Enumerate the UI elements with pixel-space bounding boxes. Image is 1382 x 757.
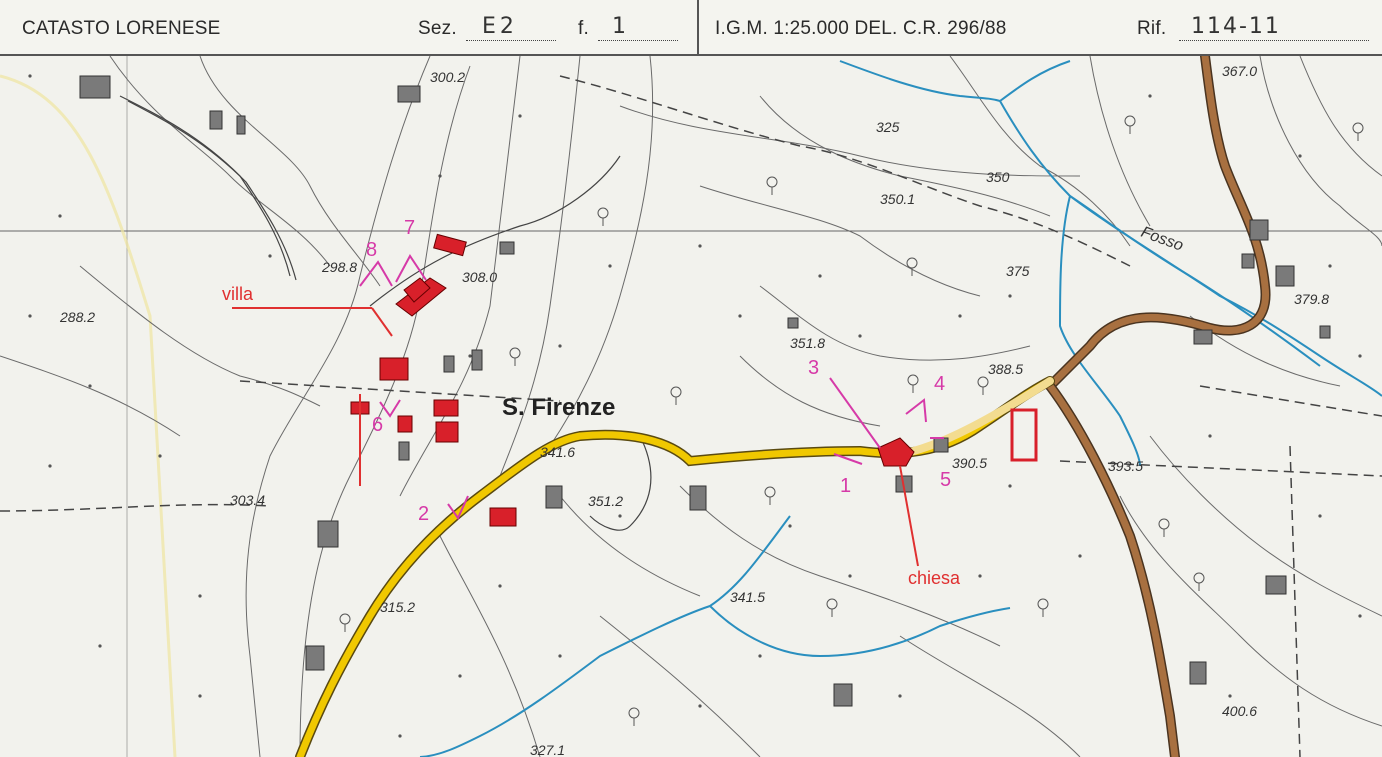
elev-351-8: 351.8 xyxy=(790,335,825,351)
marker-5: 5 xyxy=(940,469,951,491)
red-buildings xyxy=(350,233,1038,527)
main-road-brown xyxy=(1045,56,1271,757)
elev-350-1: 350.1 xyxy=(880,191,915,207)
map-header: CATASTO LORENESE Sez. E2 f. 1 I.G.M. 1:2… xyxy=(0,0,1382,56)
marker-6: 6 xyxy=(372,414,383,436)
sheet-value: 1 xyxy=(612,14,626,39)
marker-4: 4 xyxy=(934,373,945,395)
contour-lines xyxy=(0,56,1382,757)
elev-298-8: 298.8 xyxy=(321,259,357,275)
tree-symbols xyxy=(339,115,1364,726)
elev-341-5: 341.5 xyxy=(730,589,765,605)
marker-7: 7 xyxy=(404,217,415,239)
marker-8: 8 xyxy=(366,239,377,261)
rif-label: Rif. xyxy=(1137,18,1167,39)
marker-1: 1 xyxy=(840,475,851,497)
elev-300-2: 300.2 xyxy=(430,69,465,85)
marker-3: 3 xyxy=(808,357,819,379)
elev-303-4: 303.4 xyxy=(230,492,265,508)
chiesa-label: chiesa xyxy=(908,568,961,588)
sheet-label: f. xyxy=(578,18,589,39)
marker-2: 2 xyxy=(418,503,429,525)
grey-buildings xyxy=(79,75,1331,707)
section-label: Sez. xyxy=(418,18,457,39)
dashed-tracks xyxy=(0,75,1382,757)
villa-label: villa xyxy=(222,284,254,304)
cadastre-title: CATASTO LORENESE xyxy=(22,18,221,39)
grove-dots xyxy=(28,74,1362,738)
topographic-map: 300.2 298.8 308.0 288.2 303.4 315.2 341.… xyxy=(0,56,1382,757)
elev-388-5: 388.5 xyxy=(988,361,1023,377)
place-name-s-firenze: S. Firenze xyxy=(502,394,615,421)
elev-393-5: 393.5 xyxy=(1108,458,1143,474)
elev-390-5: 390.5 xyxy=(952,455,987,471)
header-right-cell: I.G.M. 1:25.000 DEL. C.R. 296/88 Rif. 11… xyxy=(699,0,1382,54)
map-grid xyxy=(0,56,1382,757)
section-underline xyxy=(466,40,556,41)
secondary-roads xyxy=(119,95,652,531)
rif-value: 114-11 xyxy=(1191,14,1281,39)
map-canvas: 300.2 298.8 308.0 288.2 303.4 315.2 341.… xyxy=(0,56,1382,757)
header-left-cell: CATASTO LORENESE Sez. E2 f. 1 xyxy=(0,0,697,54)
rif-underline xyxy=(1179,40,1369,41)
elev-351-2: 351.2 xyxy=(588,493,623,509)
igm-reference: I.G.M. 1:25.000 DEL. C.R. 296/88 xyxy=(715,18,1007,39)
chiesa-annotation: chiesa xyxy=(359,394,961,588)
contour-375: 375 xyxy=(1006,263,1030,279)
elev-379-8: 379.8 xyxy=(1294,291,1329,307)
streams xyxy=(419,60,1382,757)
elev-341-6: 341.6 xyxy=(540,444,575,460)
contour-325: 325 xyxy=(876,119,900,135)
elevation-labels: 300.2 298.8 308.0 288.2 303.4 315.2 341.… xyxy=(59,63,1329,757)
villa-annotation: villa xyxy=(222,284,393,337)
elev-315-2: 315.2 xyxy=(380,599,415,615)
sheet-underline xyxy=(598,40,678,41)
numbered-markers: 1 2 3 4 5 6 7 8 xyxy=(366,217,951,525)
contour-350: 350 xyxy=(986,169,1010,185)
marker-arrows xyxy=(359,254,944,520)
elev-327-1: 327.1 xyxy=(530,742,565,757)
elev-400-6: 400.6 xyxy=(1222,703,1257,719)
header-divider xyxy=(697,0,699,54)
elev-308-0: 308.0 xyxy=(462,269,497,285)
elev-367-0: 367.0 xyxy=(1222,63,1257,79)
section-value: E2 xyxy=(482,14,518,39)
faded-road-band xyxy=(0,74,177,757)
elev-288-2: 288.2 xyxy=(59,309,95,325)
